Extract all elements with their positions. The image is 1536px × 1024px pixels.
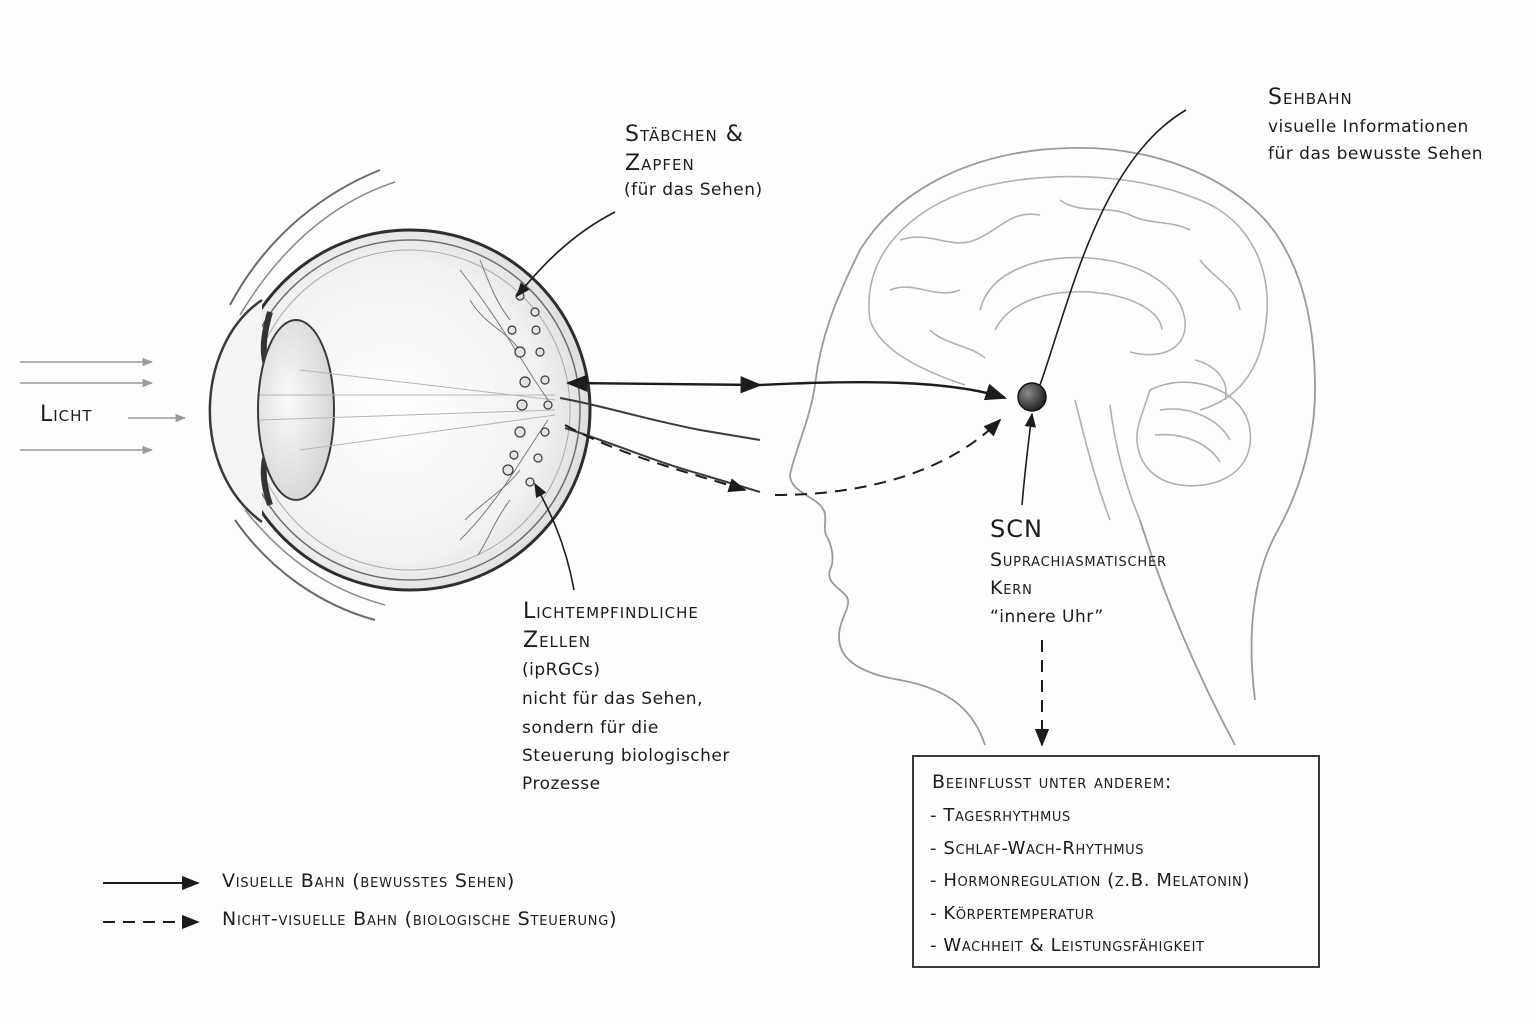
list-item: - Körpertemperatur: [930, 902, 1095, 924]
scn-title: SCN: [990, 515, 1043, 543]
rods-cones-title-line2: Zapfen: [625, 151, 695, 176]
brain-illustration: [868, 175, 1268, 521]
list-item: - Hormonregulation (z.B. Melatonin): [930, 870, 1250, 891]
light-label: Licht: [40, 402, 93, 427]
iprgc-desc-line4: Prozesse: [522, 774, 601, 794]
iprgc-desc-line3: Steuerung biologischer: [522, 746, 730, 766]
rods-cones-title-line1: Stäbchen &: [625, 122, 744, 147]
non-visual-pathway: [564, 418, 1050, 747]
visual-path-desc-line2: für das bewusste Sehen: [1268, 144, 1484, 164]
iprgc-desc-line2: sondern für die: [522, 718, 659, 738]
eye-illustration: [208, 169, 761, 621]
info-box-title: Beeinflusst unter anderem:: [932, 771, 1173, 793]
head-outline: [789, 147, 1316, 746]
list-item: - Tagesrhythmus: [930, 805, 1071, 826]
scn-subtitle-line2: Kern: [990, 577, 1033, 599]
scn-subtitle-line1: Suprachiasmatischer: [990, 549, 1167, 571]
iprgc-abbreviation: (ipRGCs): [522, 660, 601, 680]
iprgc-desc-line1: nicht für das Sehen,: [522, 689, 703, 709]
list-item: - Schlaf-Wach-Rhythmus: [930, 837, 1145, 859]
effects-info-box: Beeinflusst unter anderem: - Tagesrhythm…: [912, 755, 1320, 968]
effects-list: - Tagesrhythmus - Schlaf-Wach-Rhythmus -…: [930, 805, 1250, 968]
rods-cones-subtitle: (für das Sehen): [624, 180, 763, 200]
visual-pathway: [565, 374, 1008, 401]
legend-dashed-label: Nicht-visuelle Bahn (biologische Steueru…: [222, 908, 618, 930]
legend-solid-label: Visuelle Bahn (bewusstes Sehen): [222, 870, 516, 892]
leader-lines: [516, 109, 1187, 591]
iprgc-title-line1: Lichtempfindliche: [523, 599, 699, 624]
scn-nucleus: [1017, 382, 1047, 412]
list-item: - Wachheit & Leistungsfähigkeit: [930, 935, 1205, 956]
scn-subtitle-line3: “innere Uhr”: [990, 607, 1104, 627]
visual-path-desc-line1: visuelle Informationen: [1268, 117, 1469, 137]
legend-lines: [103, 875, 200, 930]
visual-path-title: Sehbahn: [1268, 85, 1353, 110]
light-rays: [20, 357, 187, 455]
iprgc-title-line2: Zellen: [523, 628, 591, 653]
